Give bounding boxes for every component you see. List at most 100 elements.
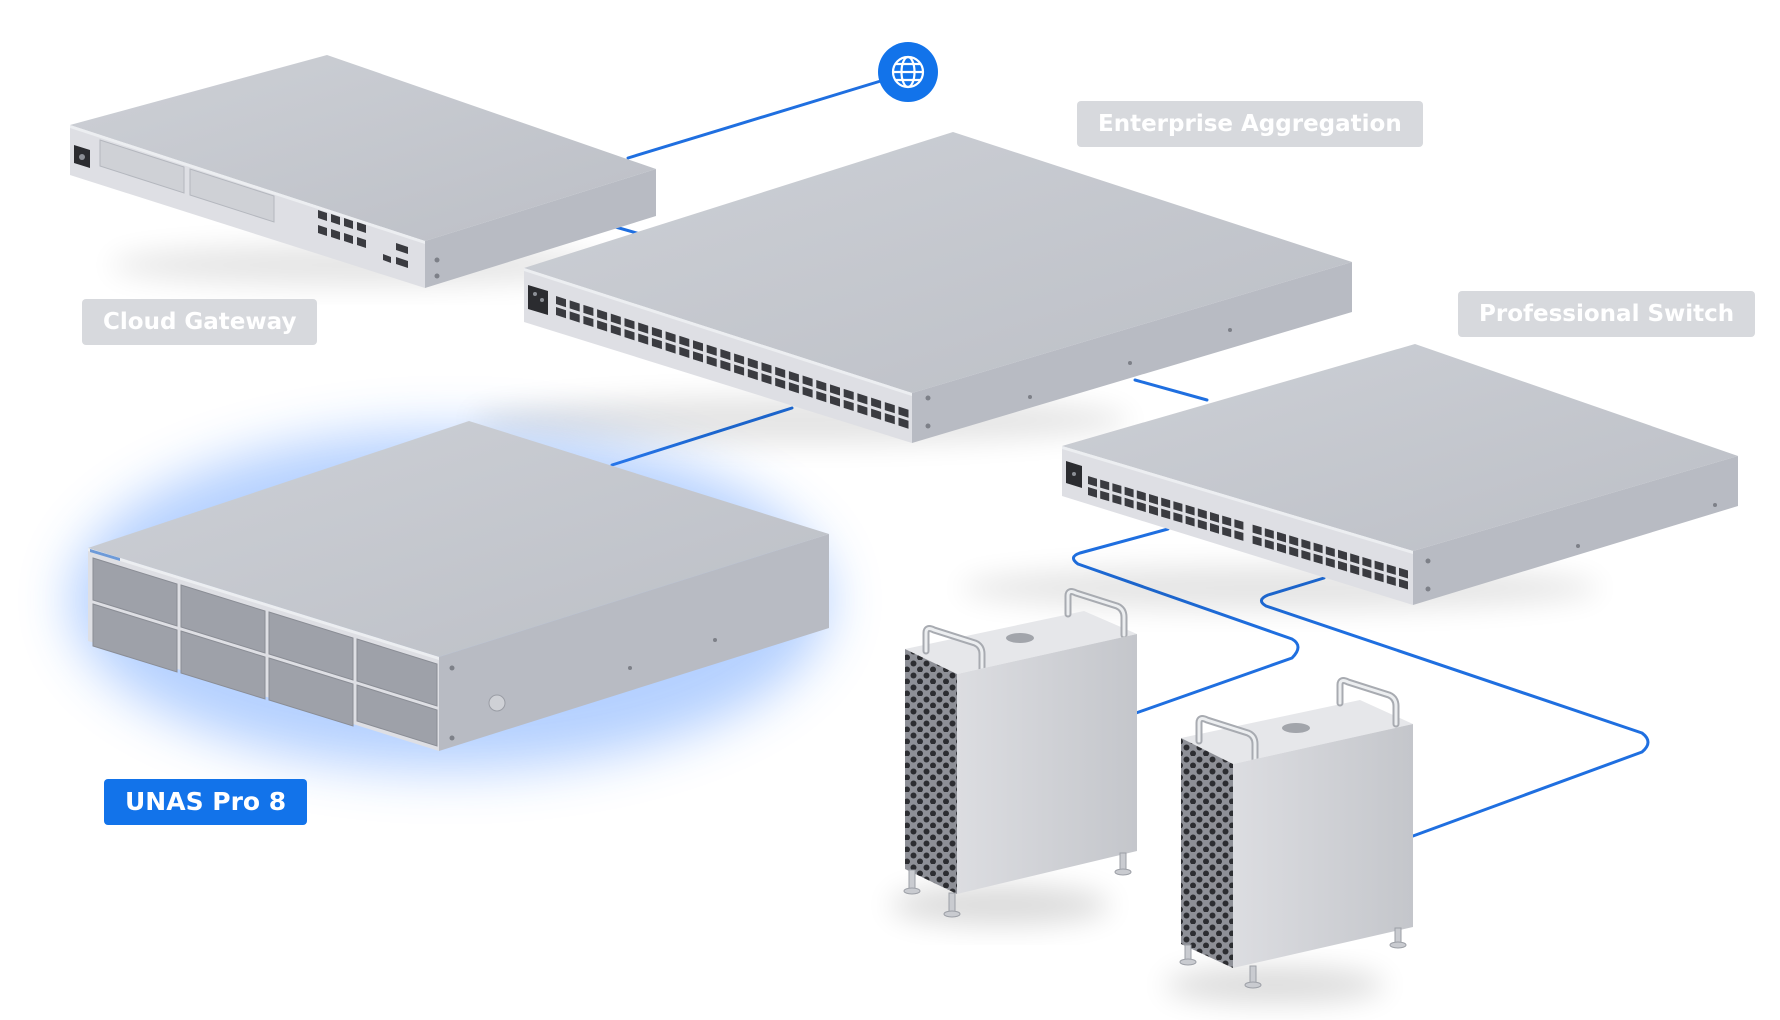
port	[1173, 501, 1183, 512]
port	[583, 315, 594, 328]
port	[1173, 512, 1183, 523]
port	[775, 366, 786, 378]
mac-pro-workstation-2[interactable]	[1165, 677, 1413, 1003]
port	[1088, 476, 1097, 487]
port	[1362, 557, 1372, 568]
port	[638, 322, 649, 334]
port	[1112, 483, 1122, 494]
port	[610, 313, 621, 325]
port	[610, 324, 621, 336]
pro-switch-front-panel	[1066, 461, 1717, 592]
port	[569, 300, 580, 312]
port	[1386, 564, 1396, 575]
port	[1100, 479, 1110, 491]
port	[706, 355, 717, 367]
port	[761, 362, 772, 374]
port	[1289, 535, 1299, 547]
professional-switch-label: Professional Switch	[1458, 291, 1756, 337]
port	[1252, 524, 1262, 536]
port	[1136, 501, 1146, 513]
port	[1124, 497, 1134, 509]
port	[1264, 528, 1274, 539]
port	[1301, 550, 1311, 561]
port	[1399, 578, 1408, 590]
port	[816, 379, 827, 392]
port	[871, 408, 882, 420]
port	[871, 397, 882, 409]
professional-switch-device[interactable]	[960, 344, 1738, 610]
port	[1313, 553, 1323, 565]
aggregation-front-panel	[528, 285, 1232, 429]
port	[556, 307, 566, 319]
port	[1222, 515, 1232, 527]
port	[1197, 519, 1207, 531]
cloud-gateway-label: Cloud Gateway	[82, 299, 318, 345]
unas-drive-bays	[92, 557, 438, 747]
port	[651, 326, 662, 339]
port	[1289, 546, 1299, 558]
port	[1325, 557, 1335, 568]
port	[693, 340, 703, 352]
port	[802, 386, 813, 398]
port	[1338, 549, 1347, 561]
port	[1386, 575, 1396, 586]
port	[1338, 560, 1347, 572]
port	[638, 333, 649, 345]
internet-node[interactable]	[878, 42, 938, 102]
port	[1185, 504, 1195, 516]
port	[857, 404, 868, 416]
port	[1210, 523, 1219, 534]
port	[693, 351, 703, 363]
port	[1210, 512, 1219, 523]
port	[802, 375, 813, 387]
enterprise-aggregation-label: Enterprise Aggregation	[1077, 101, 1423, 147]
port	[1112, 494, 1122, 505]
port	[1222, 526, 1232, 538]
port	[1149, 505, 1158, 516]
port	[1374, 560, 1384, 572]
port	[816, 390, 827, 403]
port	[679, 335, 690, 347]
port	[1252, 535, 1262, 547]
port	[1264, 539, 1274, 550]
port	[624, 329, 635, 341]
port	[761, 373, 772, 385]
mac-pro-workstation-1[interactable]	[890, 588, 1137, 925]
port	[651, 337, 662, 350]
port	[775, 377, 786, 389]
link-gateway-to-internet	[626, 78, 886, 160]
port	[734, 364, 745, 376]
port	[1124, 486, 1134, 498]
port	[1362, 568, 1372, 579]
port	[624, 318, 635, 330]
link-aggregation-to-pro-switch	[1133, 378, 1209, 402]
port	[1374, 571, 1384, 583]
port	[665, 342, 676, 354]
port	[747, 368, 758, 381]
port	[597, 309, 608, 321]
port	[1350, 553, 1360, 565]
cloud-gateway-device[interactable]	[70, 55, 656, 288]
unas-pro-8-device[interactable]	[70, 421, 830, 770]
port	[1100, 490, 1110, 502]
port	[843, 388, 854, 401]
port	[857, 393, 868, 405]
port	[1399, 567, 1408, 579]
gateway-front-panel	[74, 139, 440, 279]
port	[1234, 519, 1244, 530]
port	[665, 331, 676, 343]
port	[679, 346, 690, 358]
port	[898, 406, 909, 418]
port	[1234, 530, 1244, 541]
enterprise-aggregation-device[interactable]	[470, 132, 1352, 444]
port	[830, 395, 840, 407]
unas-pro-8-label: UNAS Pro 8	[104, 779, 308, 825]
port	[1301, 539, 1311, 550]
port	[1197, 508, 1207, 520]
port	[747, 357, 758, 370]
port	[1136, 490, 1146, 502]
port	[1325, 546, 1335, 557]
port	[830, 384, 840, 396]
port	[1313, 542, 1323, 554]
